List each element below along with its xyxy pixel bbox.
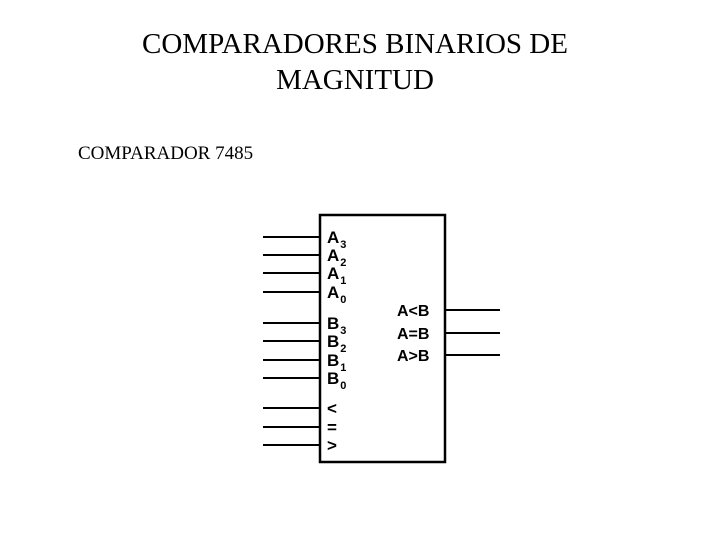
title-line-1: COMPARADORES BINARIOS DE [142,28,568,60]
input-pin-label: A0 [327,283,346,306]
input-pin-label: B1 [327,351,346,374]
input-pin-label: < [327,399,337,418]
title-line-2: MAGNITUD [276,64,434,96]
input-pin-label: > [327,436,337,455]
slide-title: COMPARADORES BINARIOS DE MAGNITUD [0,26,710,98]
output-pins: A<B A=B A>B [397,303,500,365]
input-pin-label: B0 [327,369,346,392]
output-pin-label: A=B [397,326,429,343]
input-pin-label: B3 [327,314,346,337]
output-pin-label: A>B [397,348,429,365]
subtitle: COMPARADOR 7485 [78,143,254,164]
input-pin-label: A1 [327,264,346,287]
ic-body [318,213,447,464]
input-pin-label: B2 [327,332,346,355]
input-pin-label: A3 [327,228,346,251]
input-pin-label: A2 [327,246,346,269]
output-pin-label: A<B [397,303,429,320]
input-pin-label: = [327,418,337,437]
